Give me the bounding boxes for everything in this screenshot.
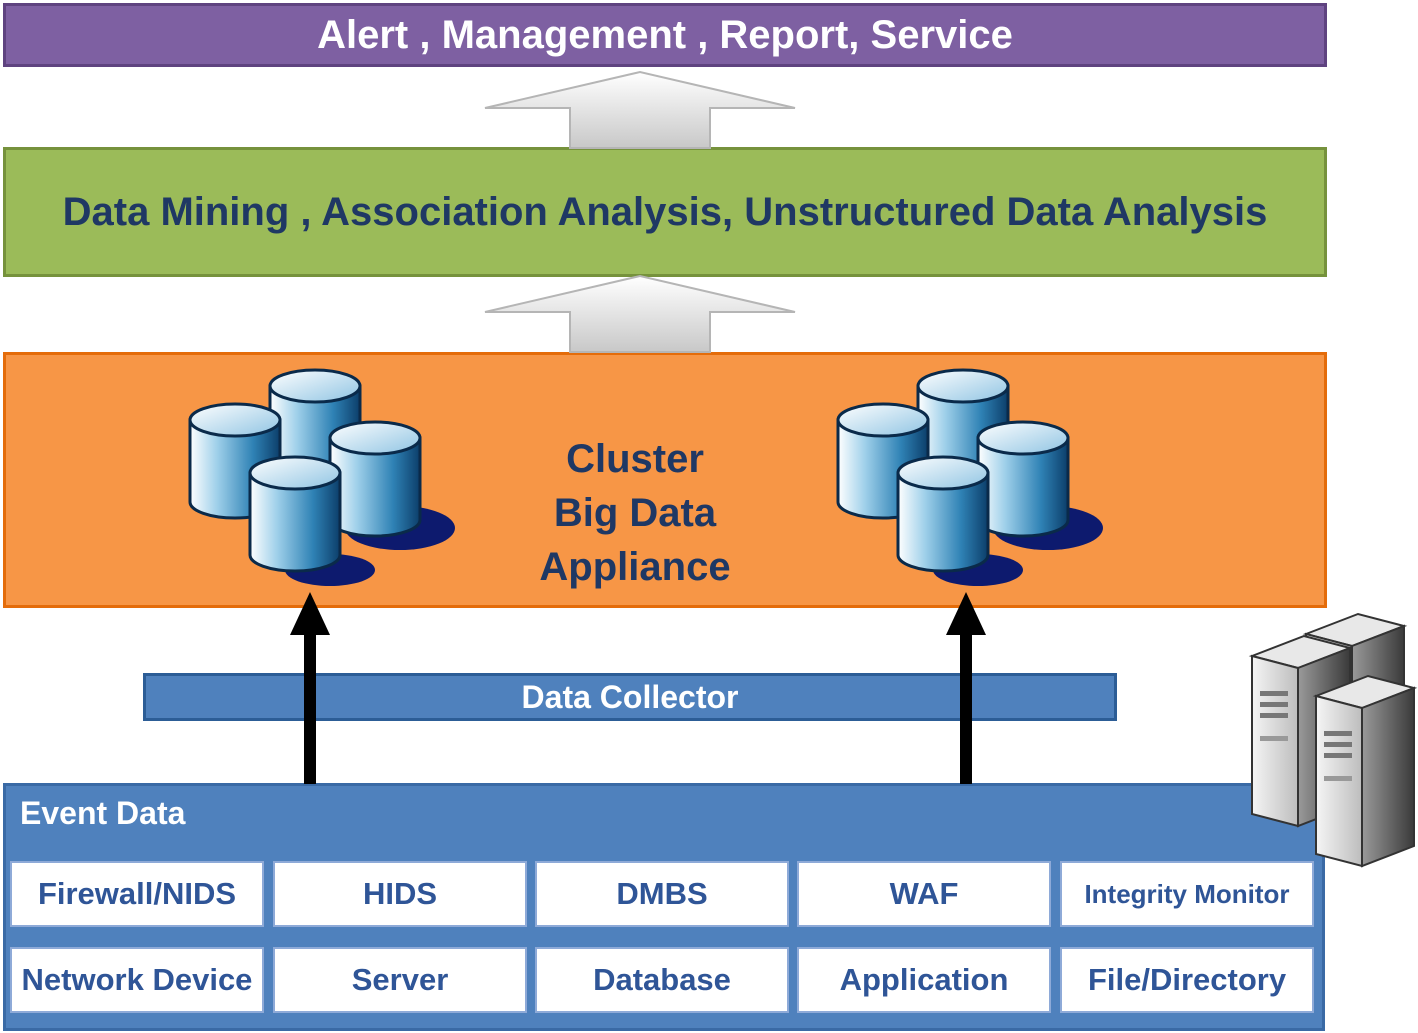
source-cell-waf: WAF xyxy=(797,861,1051,927)
cluster-label-line2: Big Data Appliance xyxy=(539,491,731,589)
cluster-label-line1: Cluster xyxy=(566,437,704,481)
event-data-label: Event Data xyxy=(20,795,186,831)
flow-arrow-left-icon xyxy=(290,592,330,784)
source-cell-file-directory: File/Directory xyxy=(1060,947,1314,1013)
alert-management-label: Alert , Management , Report, Service xyxy=(317,12,1013,57)
data-mining-layer: Data Mining , Association Analysis, Unst… xyxy=(3,147,1327,277)
database-cluster-left-icon xyxy=(188,368,455,586)
up-arrow-top-icon xyxy=(484,70,796,149)
alert-management-layer: Alert , Management , Report, Service xyxy=(3,3,1327,67)
source-cell-server: Server xyxy=(273,947,527,1013)
source-cell-firewall-nids: Firewall/NIDS xyxy=(10,861,264,927)
source-cell-application: Application xyxy=(797,947,1051,1013)
source-cell-network-device: Network Device xyxy=(10,947,264,1013)
up-arrow-middle-icon xyxy=(484,274,796,353)
server-towers-icon xyxy=(1251,613,1415,867)
data-collector-label: Data Collector xyxy=(521,678,739,715)
source-cell-integrity-monitor: Integrity Monitor xyxy=(1060,861,1314,927)
flow-arrow-right-icon xyxy=(946,592,986,784)
cluster-label: Cluster Big Data Appliance xyxy=(455,432,815,594)
database-cluster-right-icon xyxy=(836,368,1103,586)
source-cell-hids: HIDS xyxy=(273,861,527,927)
source-cell-dmbs: DMBS xyxy=(535,861,789,927)
source-cell-database: Database xyxy=(535,947,789,1013)
data-mining-label: Data Mining , Association Analysis, Unst… xyxy=(62,189,1268,234)
